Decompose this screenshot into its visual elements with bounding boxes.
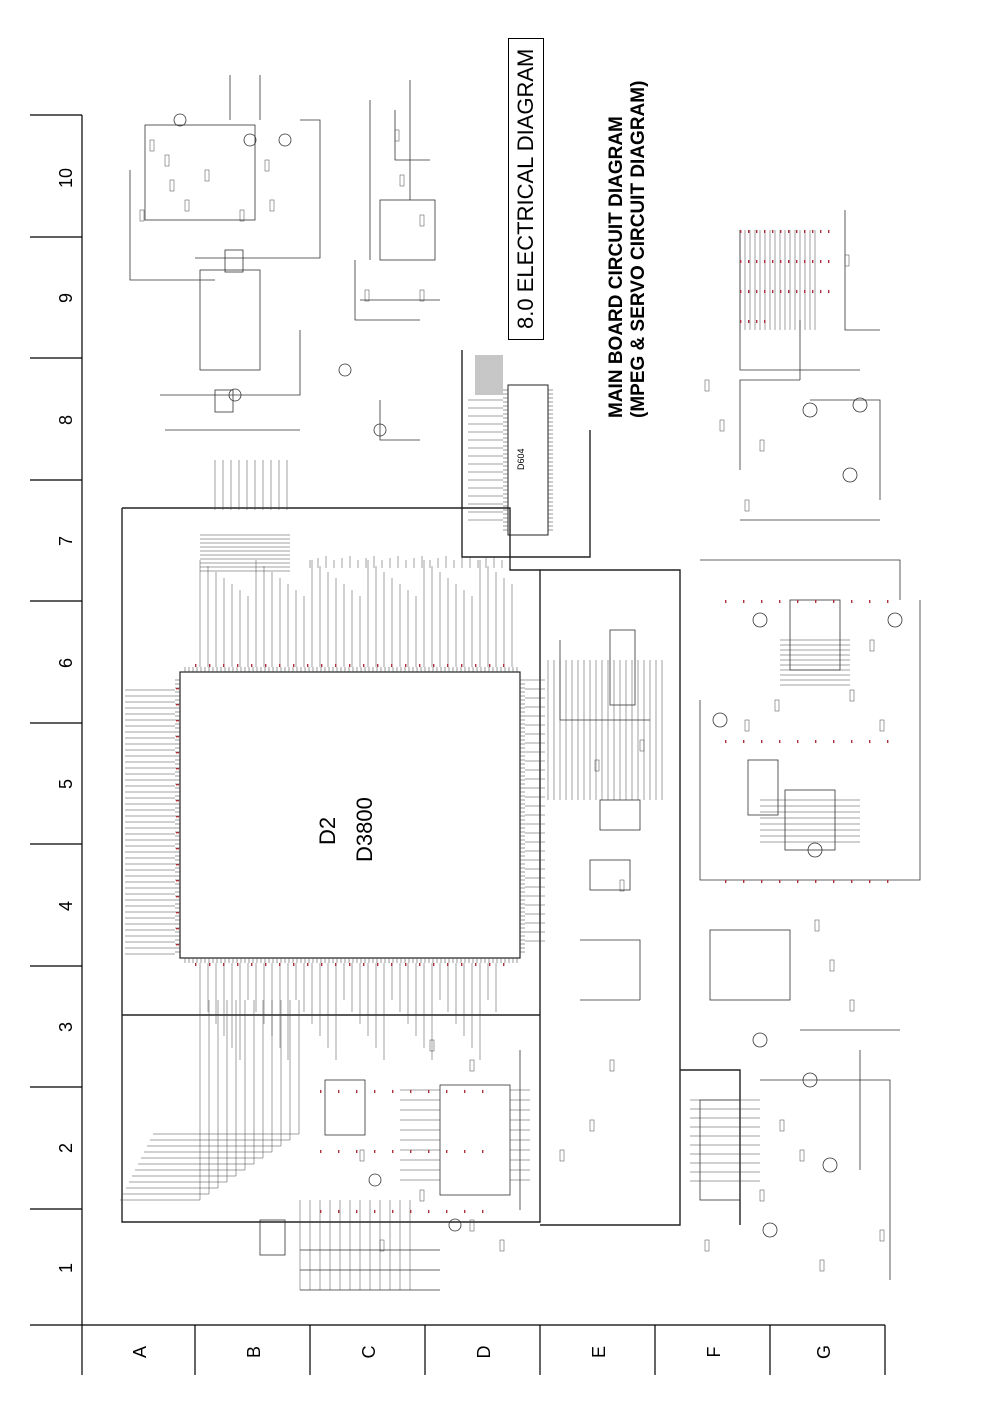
memory-ic-d604 — [503, 384, 553, 536]
memory-chip-label: D604 — [516, 448, 526, 470]
grid-letter-D: D — [474, 1346, 494, 1359]
grid-letter-B: B — [244, 1346, 264, 1358]
bus-lines — [468, 355, 503, 521]
grid-letter-C: C — [359, 1346, 379, 1359]
audio-amp-block — [129, 75, 321, 431]
main-title-line1: MAIN BOARD CIRCUIT DIAGRAM — [606, 116, 627, 418]
grid-letter-G: G — [814, 1345, 834, 1359]
grid-number-4: 4 — [56, 901, 76, 911]
grid-number-10: 10 — [56, 168, 76, 188]
grid-letter-A: A — [130, 1346, 150, 1358]
section-boundaries — [121, 350, 741, 1226]
main-title-line2: (MPEG & SERVO CIRCUIT DIAGRAM) — [628, 80, 649, 418]
grid-number-3: 3 — [56, 1022, 76, 1032]
chip-label-d2: D2 — [315, 816, 340, 845]
grid-number-9: 9 — [56, 293, 76, 303]
grid-letter-F: F — [704, 1347, 724, 1358]
grid-letter-E: E — [589, 1346, 609, 1358]
grid-number-8: 8 — [56, 415, 76, 425]
grid-number-6: 6 — [56, 658, 76, 668]
opamp-block-top — [338, 80, 440, 441]
bottom-ruler — [81, 1324, 886, 1375]
left-ruler — [30, 114, 83, 1326]
grid-number-2: 2 — [56, 1143, 76, 1153]
pin-marks — [176, 230, 889, 1213]
grid-number-1: 1 — [56, 1263, 76, 1273]
grid-number-7: 7 — [56, 536, 76, 546]
grid-number-5: 5 — [56, 779, 76, 789]
main-ic-d3800 — [175, 667, 525, 963]
signal-lines — [120, 129, 885, 1290]
diagram-title-box: 8.0 ELECTRICAL DIAGRAM — [508, 37, 544, 340]
right-amp-blocks — [699, 210, 921, 1280]
servo-blocks — [259, 629, 650, 1291]
chip-label-d3800: D3800 — [352, 797, 377, 862]
